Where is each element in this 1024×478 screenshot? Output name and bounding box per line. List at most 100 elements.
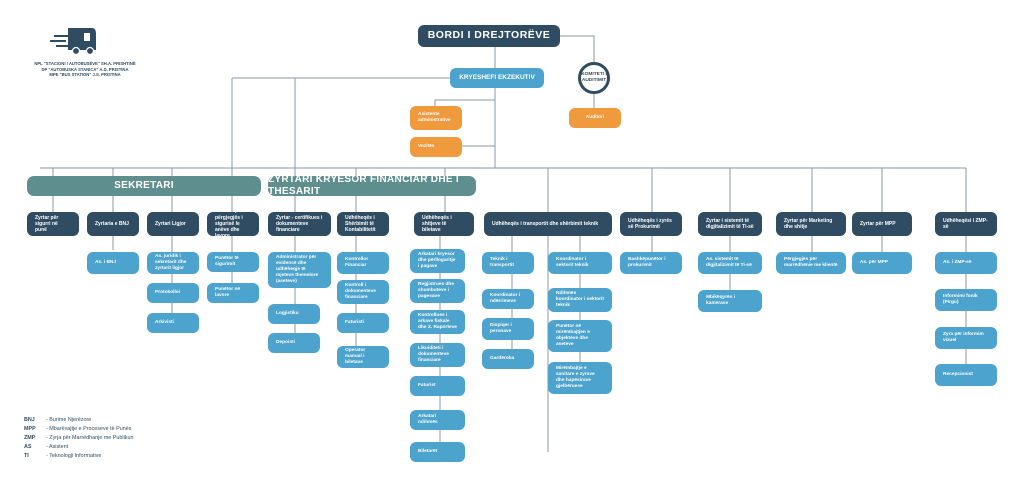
child-box: Arkatari ndihmës	[410, 410, 465, 430]
unit-marketing-officer: Zyrtar për Marketing dhe shitje	[776, 212, 846, 236]
unit-label: Udhëheqës i zyrës së Prokurimit	[628, 217, 672, 230]
legend-abbr: BNJ	[24, 417, 35, 423]
board-label: BORDI I DREJTORËVE	[427, 29, 551, 42]
child-label: Faturist	[418, 383, 436, 388]
child-box: Administrator për evidencë dhe udhëheqje…	[268, 252, 331, 288]
child-box: Koordinator i sektorit teknik	[548, 252, 612, 274]
logo-line: DP "AUTOBUSKA STANICA" A.D. PRISTINA	[41, 66, 129, 72]
legend-text: - Teknologji Informative	[46, 453, 102, 459]
bus-logo-icon	[50, 28, 96, 56]
child-box: Punëtor të sigurimit	[207, 252, 259, 272]
child-label: Kontrollor Financiar	[345, 257, 369, 268]
child-box: As. i BNJ	[87, 252, 139, 274]
exec-box: KRYESHEFI EKZEKUTIV	[450, 68, 544, 88]
child-label: Përgjegjës për marrëdhënie me klientë	[784, 257, 838, 268]
child-label: Kontroll i dokumenteve financiare	[345, 283, 376, 300]
child-box: Teknik i transportit	[482, 252, 534, 274]
audit-committee-circle: KOMITETI I AUDITIMIT	[578, 62, 610, 94]
child-box: Recepcionist	[935, 364, 997, 386]
cfo-label: ZYRTARI KRYESOR FINANCIAR DHE I THESARIT	[268, 176, 459, 196]
unit-label: Zyrtar për sigurri në punë	[35, 214, 59, 234]
child-box: Faturisti	[337, 313, 389, 333]
child-box: Kontrollor Financiar	[337, 252, 389, 274]
child-label: Koordinator i ndërrimeve	[490, 293, 521, 304]
child-label: Protokolloi	[155, 290, 181, 295]
child-label: Arkivisti	[155, 320, 174, 325]
unit-label: Udhëheqës i përgjegjës i sigurisë le anë…	[215, 212, 245, 236]
unit-label: Zyrtar i sistemit të digjitalizimit të T…	[706, 217, 754, 230]
child-label: Regjistrues dhe shumbuteve i pagesave	[418, 282, 454, 299]
child-label: As. i ZMP-së	[943, 260, 972, 265]
legend-row: BNJ- Burime Njerëzore	[24, 417, 134, 426]
child-box: Depoisti	[268, 333, 320, 353]
unit-label: Zyrtar - certifikues i dokumenteve finan…	[276, 214, 323, 234]
legend-abbr: TI	[24, 453, 29, 459]
child-box: As. juridik i sekretarit dhe zyrtarit li…	[147, 252, 199, 274]
legend-text: - Zyrja për Marrëdhanje me Publikun	[46, 435, 134, 441]
logo-line: NPL "STACIONI I AUTOBUSËVE" SH.A. PRISHT…	[34, 61, 136, 66]
unit-label: Zyrtar për Marketing dhe shitje	[784, 217, 833, 230]
child-box: Informimi fonik (Pirgu)	[935, 289, 997, 311]
child-box: Punëtor në mirëmbajtjen e objekteve dhe …	[548, 320, 612, 352]
child-box: As. i ZMP-së	[935, 252, 997, 274]
child-label: Administrator për evidencë dhe udhëheqje…	[276, 255, 319, 284]
child-box: Kontrollues i arkave fiskale dhe Z. Rapo…	[410, 310, 465, 334]
child-box: Mirëmbajtje e sanitare e zyrave dhe hapë…	[548, 362, 612, 394]
unit-transport-lead: Udhëheqës i transportit dhe shërbimit te…	[484, 212, 612, 236]
child-label: Kontrollues i arkave fiskale dhe Z. Rapo…	[418, 313, 457, 330]
unit-security-officer: Zyrtar për sigurri në punë	[27, 212, 79, 236]
child-label: Operator manual i biletave	[345, 348, 366, 365]
child-label: Dispiqer i peronave	[490, 323, 512, 334]
legend-text: - Asistent	[46, 444, 69, 450]
child-label: Depoisti	[276, 340, 295, 345]
child-label: Bashkëpunëtor i prokurimit	[628, 257, 666, 268]
child-label: As. i BNJ	[95, 260, 117, 265]
child-label: Koordinator i sektorit teknik	[556, 257, 589, 268]
unit-label: Udhëheqësi i ZMP-së	[943, 217, 988, 230]
child-label: Informimi fonik (Pirgu)	[943, 294, 978, 305]
cfo-banner: ZYRTARI KRYESOR FINANCIAR DHE I THESARIT	[268, 176, 476, 196]
child-box: Logjistiku	[268, 304, 320, 324]
legend-row: TI - Teknologji Informative	[24, 453, 134, 462]
legend-row: ZMP - Zyrja për Marrëdhanje me Publikun	[24, 435, 134, 444]
legend-abbr: ZMP	[24, 435, 36, 441]
unit-ticket-sales-lead: Udhëheqës i shitjeve të biletave	[414, 212, 474, 236]
unit-accounting-lead: Udhëheqës i Shërbimit të Kontabilitetit	[337, 212, 389, 236]
logo-caption: NPL "STACIONI I AUTOBUSËVE" SH.A. PRISHT…	[20, 61, 150, 78]
child-label: Faturisti	[345, 320, 364, 325]
child-label: As. sistemit të digjitalizimit të Ti-së	[706, 257, 752, 268]
child-label: Logjistiku	[276, 311, 299, 316]
auditor-box: Auditori	[569, 108, 621, 128]
driver-box: Vozitës	[410, 137, 462, 157]
unit-legal-officer: Zyrtari Ligjor	[147, 212, 199, 236]
legend: BNJ- Burime Njerëzore MPP- Mbarëvajtje e…	[24, 417, 134, 462]
child-box: Mbikëqyrës i kamerave	[698, 290, 762, 312]
child-label: Gardëroba	[490, 356, 515, 361]
child-label: Punëtor në lavore	[215, 287, 241, 298]
exec-label: KRYESHEFI EKZEKUTIV	[459, 73, 535, 81]
unit-mpp-officer: Zyrtar për MPP	[852, 212, 912, 236]
child-box: Bashkëpunëtor i prokurimit	[620, 252, 682, 274]
admin-assistant-label: Asistente administrative	[418, 112, 451, 123]
child-box: Biletarët	[410, 442, 465, 462]
child-label: Arkatari ndihmës	[418, 414, 438, 425]
child-label: Zyra për informim vizuel	[943, 332, 984, 343]
child-box: Koordinator i ndërrimeve	[482, 289, 534, 309]
child-box: Gardëroba	[482, 349, 534, 369]
child-label: Punëtor në mirëmbajtjen e objekteve dhe …	[556, 324, 590, 347]
child-label: Punëtor të sigurimit	[215, 256, 239, 267]
legend-abbr: MPP	[24, 426, 36, 432]
driver-label: Vozitës	[418, 144, 435, 149]
child-box: As. për MPP	[852, 252, 912, 274]
child-label: Arkatari kryesor dhe përllogaritje i pag…	[418, 252, 456, 269]
child-box: Arkatari kryesor dhe përllogaritje i pag…	[410, 249, 465, 273]
legend-abbr: AS	[24, 444, 32, 450]
child-label: Recepcionist	[943, 372, 973, 377]
child-box: Arkivisti	[147, 313, 199, 333]
child-box: As. sistemit të digjitalizimit të Ti-së	[698, 252, 762, 274]
child-label: Ndihmës koordinator i sektorit teknik	[556, 291, 604, 308]
secretary-label: SEKRETARI	[114, 179, 174, 191]
child-box: Ndihmës koordinator i sektorit teknik	[548, 288, 612, 312]
unit-procurement-lead: Udhëheqës i zyrës së Prokurimit	[620, 212, 682, 236]
unit-label: Zyrtari Ligjor	[155, 220, 186, 227]
